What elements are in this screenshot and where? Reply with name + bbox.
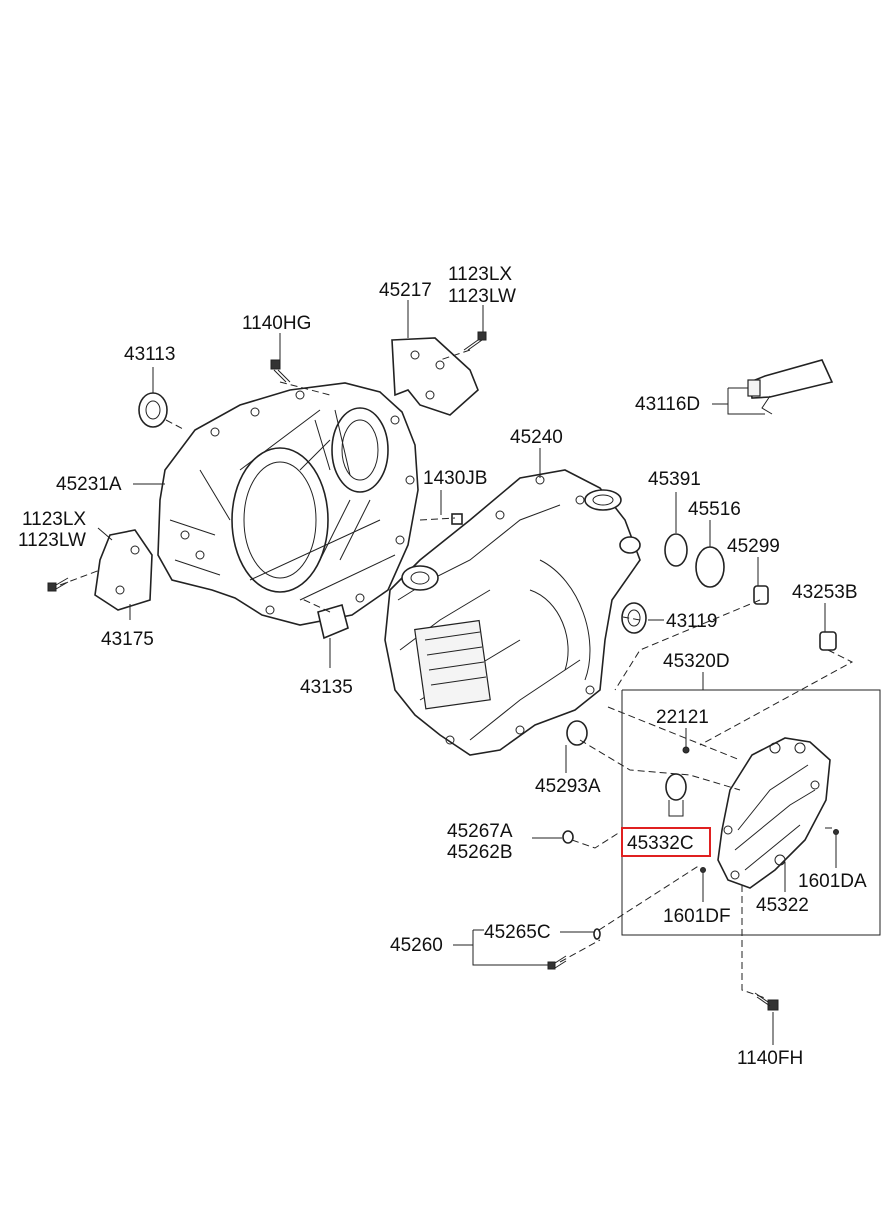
label-45299[interactable]: 45299 [727, 536, 780, 557]
label-1601DF[interactable]: 1601DF [663, 906, 731, 927]
label-45320D[interactable]: 45320D [663, 651, 730, 672]
bolt-1123-left [47, 577, 69, 592]
pin-1430JB [451, 513, 463, 525]
label-43116D[interactable]: 43116D [635, 394, 700, 415]
label-22121[interactable]: 22121 [656, 707, 709, 728]
label-45240[interactable]: 45240 [510, 427, 563, 448]
label-45262B[interactable]: 45262B [447, 842, 513, 863]
label-45217[interactable]: 45217 [379, 280, 432, 301]
label-43135[interactable]: 43135 [300, 677, 353, 698]
label-45231A[interactable]: 45231A [56, 474, 122, 495]
bolt-1140HG [270, 359, 291, 383]
label-1123LW-left[interactable]: 1123LW [18, 530, 86, 551]
label-43119[interactable]: 43119 [666, 611, 717, 632]
label-1123LX-top[interactable]: 1123LX [448, 264, 512, 285]
bushing-43253B [819, 631, 837, 651]
label-45267A[interactable]: 45267A [447, 821, 513, 842]
part-labels: 45217 1123LX 1123LW 1140HG 43113 43116D … [18, 264, 867, 1069]
label-43113[interactable]: 43113 [124, 344, 175, 365]
plug-45260 [547, 955, 567, 970]
pin-1601DF [700, 867, 706, 873]
highlight-box [621, 827, 711, 857]
side-cover [717, 737, 831, 889]
label-43253B[interactable]: 43253B [792, 582, 858, 603]
seal-43113 [138, 392, 168, 428]
washer-45265C [593, 928, 601, 940]
label-1430JB[interactable]: 1430JB [423, 468, 487, 489]
leader-lines [97, 300, 881, 1045]
label-45516[interactable]: 45516 [688, 499, 741, 520]
label-1140HG[interactable]: 1140HG [242, 313, 311, 334]
seal-43119 [621, 602, 647, 634]
label-45260[interactable]: 45260 [390, 935, 443, 956]
oring-45516 [695, 546, 725, 588]
oring-45332C [665, 773, 687, 801]
bushing-45299 [753, 585, 769, 605]
bracket-45217 [391, 337, 479, 416]
label-45332C[interactable]: 45332C [627, 833, 694, 854]
transaxle-case-right [384, 469, 641, 756]
label-1140FH[interactable]: 1140FH [737, 1048, 803, 1069]
pin-1601DA [833, 829, 839, 835]
alignment-lines [59, 349, 854, 999]
transaxle-housing-left [157, 382, 419, 626]
label-45265C[interactable]: 45265C [484, 922, 551, 943]
oring-45293A [566, 720, 588, 746]
oring-45391 [664, 533, 688, 567]
bolt-1123-top [463, 331, 487, 351]
label-45293A[interactable]: 45293A [535, 776, 601, 797]
bracket-43175 [94, 529, 153, 611]
ring-45267A [562, 830, 574, 844]
label-1601DA[interactable]: 1601DA [798, 871, 867, 892]
label-43175[interactable]: 43175 [101, 629, 154, 650]
plate-43135 [317, 604, 349, 640]
sealant-tube-43116D [747, 359, 834, 415]
label-45391[interactable]: 45391 [648, 469, 701, 490]
label-45322[interactable]: 45322 [756, 895, 809, 916]
bolt-1140FH [754, 992, 779, 1011]
label-1123LW-top[interactable]: 1123LW [448, 286, 516, 307]
label-1123LX-left[interactable]: 1123LX [22, 509, 86, 530]
